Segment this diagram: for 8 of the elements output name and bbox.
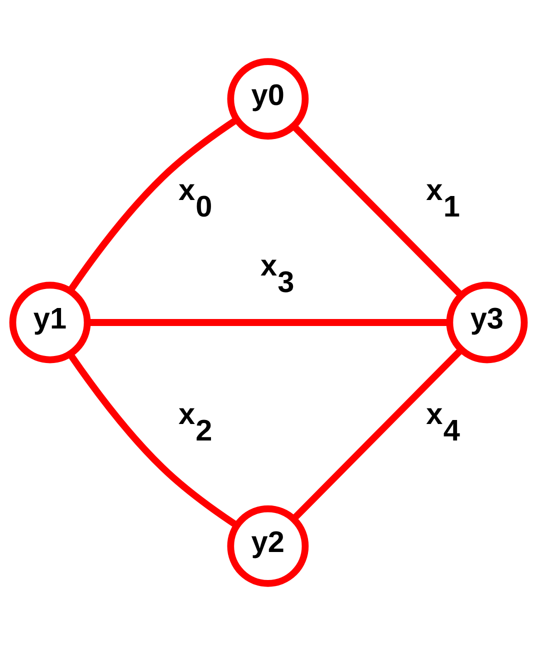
connector (291, 124, 464, 298)
connector (67, 116, 239, 293)
connector (67, 352, 239, 528)
node-circle: y1 (9, 282, 91, 364)
node-circle: y3 (446, 282, 528, 364)
node-circle: y2 (227, 505, 309, 587)
node-circle: y0 (227, 58, 309, 140)
connector (291, 347, 464, 522)
